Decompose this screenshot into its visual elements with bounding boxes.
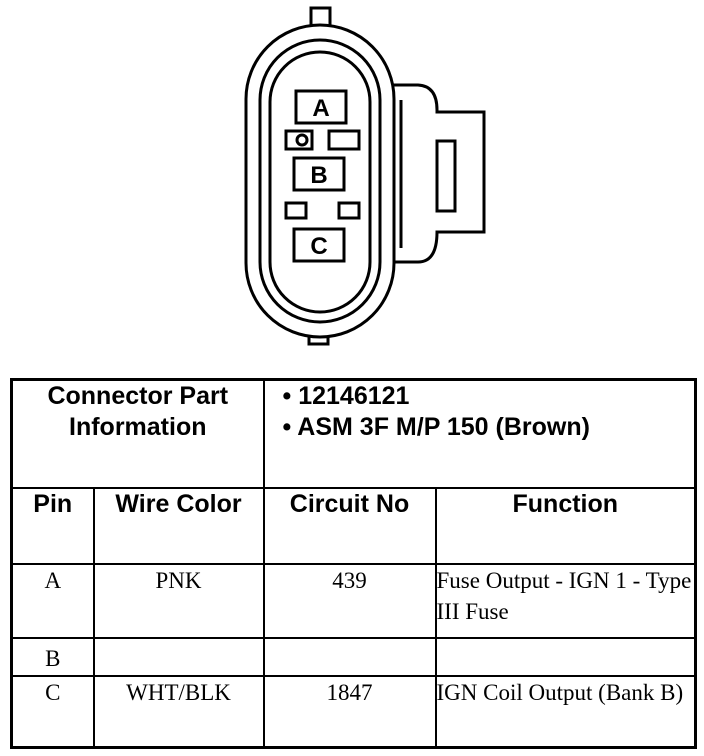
part-info-values: • 12146121 • ASM 3F M/P 150 (Brown) <box>262 378 697 489</box>
pin-label-b: B <box>310 162 327 189</box>
part-number: • 12146121 <box>282 382 410 410</box>
header-wire-color: Wire Color <box>92 486 265 565</box>
table-row: C WHT/BLK 1847 IGN Coil Output (Bank B) <box>10 674 697 749</box>
connector-diagram: A B C <box>244 6 486 346</box>
header-function: Function <box>434 486 697 565</box>
pin-cell: B <box>10 636 95 677</box>
wire-color-cell: PNK <box>92 562 265 639</box>
circuit-no-cell: 1847 <box>262 674 437 749</box>
connector-outer-shell <box>244 23 396 339</box>
table-row: A PNK 439 Fuse Output - IGN 1 - Type III… <box>10 562 697 639</box>
function-cell <box>434 636 697 677</box>
header-row: Pin Wire Color Circuit No Function <box>10 486 697 565</box>
function-cell: Fuse Output - IGN 1 - Type III Fuse <box>434 562 697 639</box>
pin-cell: A <box>10 562 95 639</box>
pin-label-c: C <box>310 233 327 260</box>
part-info-row: Connector Part Information • 12146121 • … <box>10 378 697 489</box>
table-row: B <box>10 636 697 677</box>
key-slot <box>284 201 308 220</box>
key-slot <box>327 129 361 151</box>
key-slot <box>337 201 361 220</box>
cavity-b <box>292 156 346 192</box>
cavity-a <box>294 89 348 125</box>
header-circuit-no: Circuit No <box>262 486 437 565</box>
cavity-c <box>292 227 346 263</box>
circuit-no-cell: 439 <box>262 562 437 639</box>
circuit-no-cell <box>262 636 437 677</box>
part-assembly: • ASM 3F M/P 150 (Brown) <box>282 413 590 441</box>
key-marker <box>295 133 309 147</box>
connector-inner-rim <box>258 38 382 324</box>
header-pin: Pin <box>10 486 95 565</box>
wire-color-cell <box>92 636 265 677</box>
latch-housing <box>385 83 486 264</box>
part-info-label: Connector Part Information <box>10 378 265 489</box>
pin-label-a: A <box>312 95 329 122</box>
connector-info-table: Connector Part Information • 12146121 • … <box>10 378 698 749</box>
wire-color-cell: WHT/BLK <box>92 674 265 749</box>
pin-cell: C <box>10 674 95 749</box>
function-cell: IGN Coil Output (Bank B) <box>434 674 697 749</box>
connector-face <box>268 50 372 314</box>
key-slot <box>284 129 314 151</box>
